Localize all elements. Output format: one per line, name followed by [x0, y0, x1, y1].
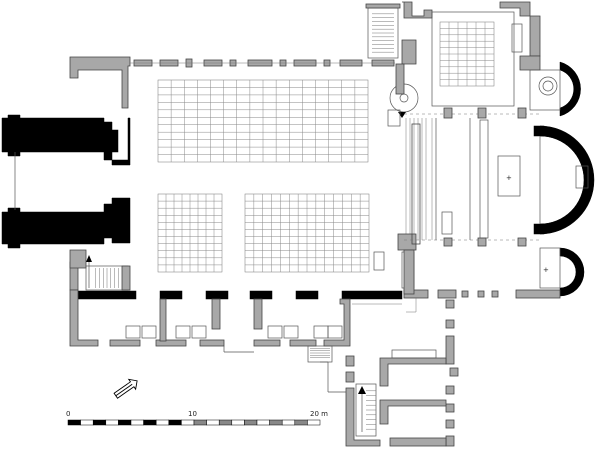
north-arrow-icon — [86, 255, 92, 262]
altar — [497, 155, 521, 197]
scale-label-20: 20 m — [310, 410, 328, 418]
scale-segment — [307, 419, 321, 426]
south-annex — [307, 298, 459, 447]
scale-segment — [118, 419, 132, 426]
south-aisle — [69, 289, 351, 353]
scale-segment — [105, 419, 119, 426]
scale-segment — [67, 419, 81, 426]
chancel: + + — [365, 1, 595, 299]
scale-segment — [218, 419, 233, 426]
scale-bar: 0 10 20 m — [66, 410, 328, 426]
nw-corner — [69, 56, 131, 109]
north-arrow-icon — [113, 378, 138, 399]
scale-label-10: 10 — [188, 410, 197, 418]
scale-segment — [281, 419, 296, 426]
scale-segment — [80, 419, 94, 426]
scale-segment — [143, 419, 157, 426]
svg-text:+: + — [543, 266, 549, 274]
apse-wall — [539, 125, 595, 235]
scale-segment — [168, 419, 182, 426]
scale-segment — [181, 419, 195, 426]
nave-pews — [157, 79, 385, 273]
nave-south-wall — [69, 249, 403, 300]
scale-segment — [256, 419, 270, 426]
west-towers — [1, 114, 131, 249]
scale-segment — [92, 419, 107, 426]
nave-north-wall — [69, 56, 395, 109]
scale-segment — [231, 419, 245, 426]
scale-segment — [193, 419, 207, 426]
southwest-stair — [85, 255, 131, 291]
south-tower — [1, 197, 131, 249]
scale-segment — [155, 419, 170, 426]
altar-cross-icon: + — [506, 174, 512, 182]
scale-segment — [244, 419, 258, 426]
scale-segment — [206, 419, 220, 426]
north-tower — [1, 114, 131, 166]
tower-buttress — [111, 129, 119, 153]
scale-segment — [294, 419, 308, 426]
scale-segment — [269, 419, 283, 426]
scale-label-0: 0 — [66, 410, 70, 418]
scale-segment — [130, 419, 144, 426]
